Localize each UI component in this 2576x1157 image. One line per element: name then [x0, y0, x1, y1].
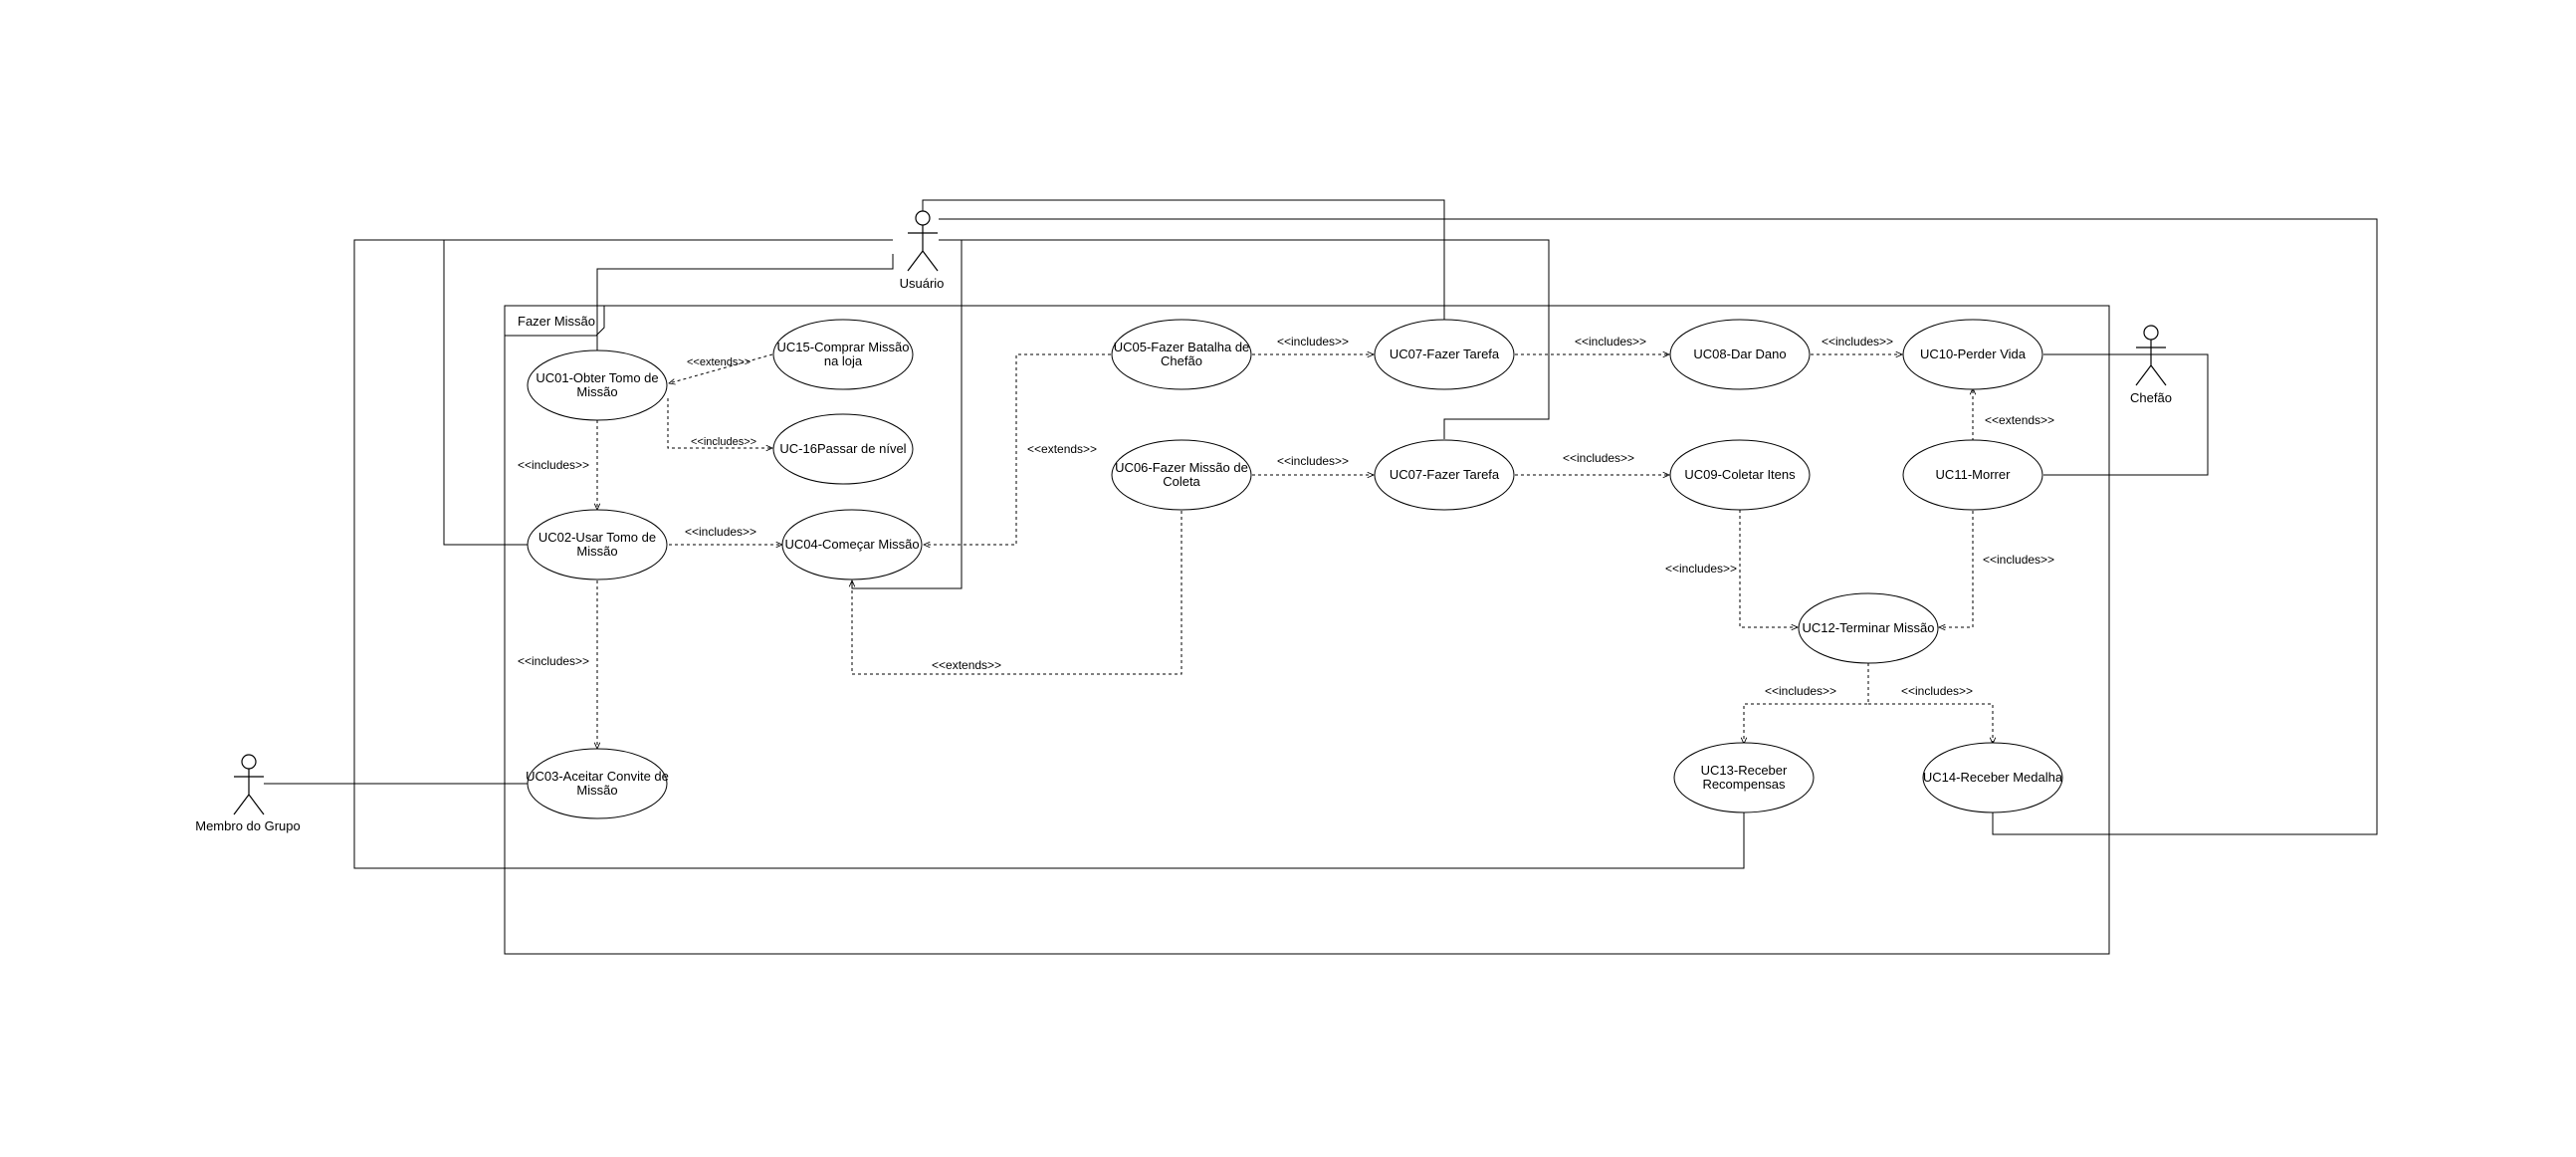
label-uc07-uc08: <<includes>> — [1575, 335, 1646, 348]
use-case-uc03-label: Missão — [576, 783, 617, 798]
use-case-uc16-label: UC-16Passar de nível — [779, 441, 906, 456]
use-case-uc10-ellipse[interactable] — [1902, 319, 2043, 390]
use-case-uc08-label: UC08-Dar Dano — [1693, 347, 1786, 361]
use-case-uc11-ellipse[interactable] — [1902, 439, 2043, 511]
use-case-uc06-ellipse[interactable] — [1111, 439, 1252, 511]
label-uc12-uc13: <<includes>> — [1765, 684, 1836, 698]
use-case-uc04[interactable]: UC04-Começar Missão — [781, 509, 923, 580]
label-uc12-uc14: <<includes>> — [1901, 684, 1973, 698]
use-case-uc01-ellipse[interactable] — [527, 349, 668, 421]
use-case-uc10-label: UC10-Perder Vida — [1920, 347, 2027, 361]
use-case-uc15-label: UC15-Comprar Missão — [777, 340, 910, 354]
use-case-uc05-label: Chefão — [1161, 353, 1202, 368]
label-uc05-uc04: <<extends>> — [1027, 442, 1097, 456]
association-lines — [264, 199, 2378, 869]
relation-labels: <<extends>> <<includes>> <<includes>> <<… — [518, 335, 2054, 698]
use-case-uc13-label: UC13-Receber — [1701, 763, 1788, 778]
actor-usuario[interactable] — [907, 210, 939, 272]
label-uc01-uc02: <<includes>> — [518, 458, 589, 472]
use-case-uc07a-label: UC07-Fazer Tarefa — [1390, 347, 1500, 361]
use-case-uc15-label: na loja — [824, 353, 863, 368]
use-case-uc07a-ellipse[interactable] — [1374, 319, 1515, 390]
use-case-uc08[interactable]: UC08-Dar Dano — [1669, 319, 1811, 390]
frame-fazer-missao: Fazer Missão — [504, 305, 2110, 955]
actor-membro-do-grupo-label: Membro do Grupo — [195, 818, 301, 833]
label-uc01-uc15: <<extends>> — [687, 356, 751, 368]
dependency-lines — [597, 354, 1993, 749]
label-uc01-uc16: <<includes>> — [691, 436, 756, 448]
label-uc08-uc10: <<includes>> — [1822, 335, 1893, 348]
use-case-uc09-ellipse[interactable] — [1669, 439, 1811, 511]
use-case-uc07b[interactable]: UC07-Fazer Tarefa — [1374, 439, 1515, 511]
use-case-uc04-label: UC04-Começar Missão — [784, 537, 919, 552]
use-case-uc03-label: UC03-Aceitar Convite de — [526, 769, 669, 784]
use-case-uc10[interactable]: UC10-Perder Vida — [1902, 319, 2043, 390]
use-case-uc01-label: Missão — [576, 384, 617, 399]
use-case-uc14-ellipse[interactable] — [1922, 742, 2063, 813]
use-case-uc07b-label: UC07-Fazer Tarefa — [1390, 467, 1500, 482]
label-uc02-uc03: <<includes>> — [518, 654, 589, 668]
label-uc02-uc04: <<includes>> — [685, 525, 756, 539]
use-case-uc08-ellipse[interactable] — [1669, 319, 1811, 390]
use-case-uc07a[interactable]: UC07-Fazer Tarefa — [1374, 319, 1515, 390]
use-case-uc12-label: UC12-Terminar Missão — [1803, 620, 1935, 635]
use-case-uc11-label: UC11-Morrer — [1936, 467, 2012, 482]
use-case-uc02-label: UC02-Usar Tomo de — [538, 530, 656, 545]
use-case-uc04-ellipse[interactable] — [781, 509, 923, 580]
frame-title: Fazer Missão — [518, 314, 595, 329]
label-uc09-uc12: <<includes>> — [1665, 562, 1737, 576]
use-case-uc06-label: Coleta — [1163, 474, 1200, 489]
use-case-uc14[interactable]: UC14-Receber Medalha — [1922, 742, 2063, 813]
label-uc11-uc10: <<extends>> — [1985, 413, 2054, 427]
use-case-uc16[interactable]: UC-16Passar de nível — [772, 413, 914, 485]
label-uc05-uc07: <<includes>> — [1277, 335, 1349, 348]
use-case-uc03-ellipse[interactable] — [527, 748, 668, 819]
use-case-uc06-label: UC06-Fazer Missão de — [1115, 460, 1248, 475]
use-case-uc12[interactable]: UC12-Terminar Missão — [1798, 592, 1939, 664]
use-case-uc07b-ellipse[interactable] — [1374, 439, 1515, 511]
actor-membro-do-grupo[interactable] — [233, 754, 265, 815]
use-case-uc05-label: UC05-Fazer Batalha de — [1114, 340, 1250, 354]
label-uc11-uc12: <<includes>> — [1983, 553, 2054, 567]
use-case-uc09[interactable]: UC09-Coletar Itens — [1669, 439, 1811, 511]
use-case-uc02-label: Missão — [576, 544, 617, 559]
use-case-uc01-label: UC01-Obter Tomo de — [536, 370, 658, 385]
label-uc06-uc04: <<extends>> — [932, 658, 1001, 672]
use-case-uc13-ellipse[interactable] — [1673, 742, 1815, 813]
label-uc07-uc09: <<includes>> — [1563, 451, 1634, 465]
label-uc06-uc07: <<includes>> — [1277, 454, 1349, 468]
actor-usuario-label: Usuário — [900, 276, 945, 291]
use-case-uc05-ellipse[interactable] — [1111, 319, 1252, 390]
use-case-uc13-label: Recompensas — [1702, 777, 1786, 792]
use-case-uc15-ellipse[interactable] — [772, 319, 914, 390]
actor-chefao-label: Chefão — [2130, 390, 2172, 405]
use-case-uc09-label: UC09-Coletar Itens — [1684, 467, 1796, 482]
use-case-uc11[interactable]: UC11-Morrer — [1902, 439, 2043, 511]
actor-chefao[interactable] — [2135, 325, 2167, 386]
use-case-uc14-label: UC14-Receber Medalha — [1923, 770, 2063, 785]
use-case-uc16-ellipse[interactable] — [772, 413, 914, 485]
use-case-uc12-ellipse[interactable] — [1798, 592, 1939, 664]
use-case-uc02-ellipse[interactable] — [527, 509, 668, 580]
